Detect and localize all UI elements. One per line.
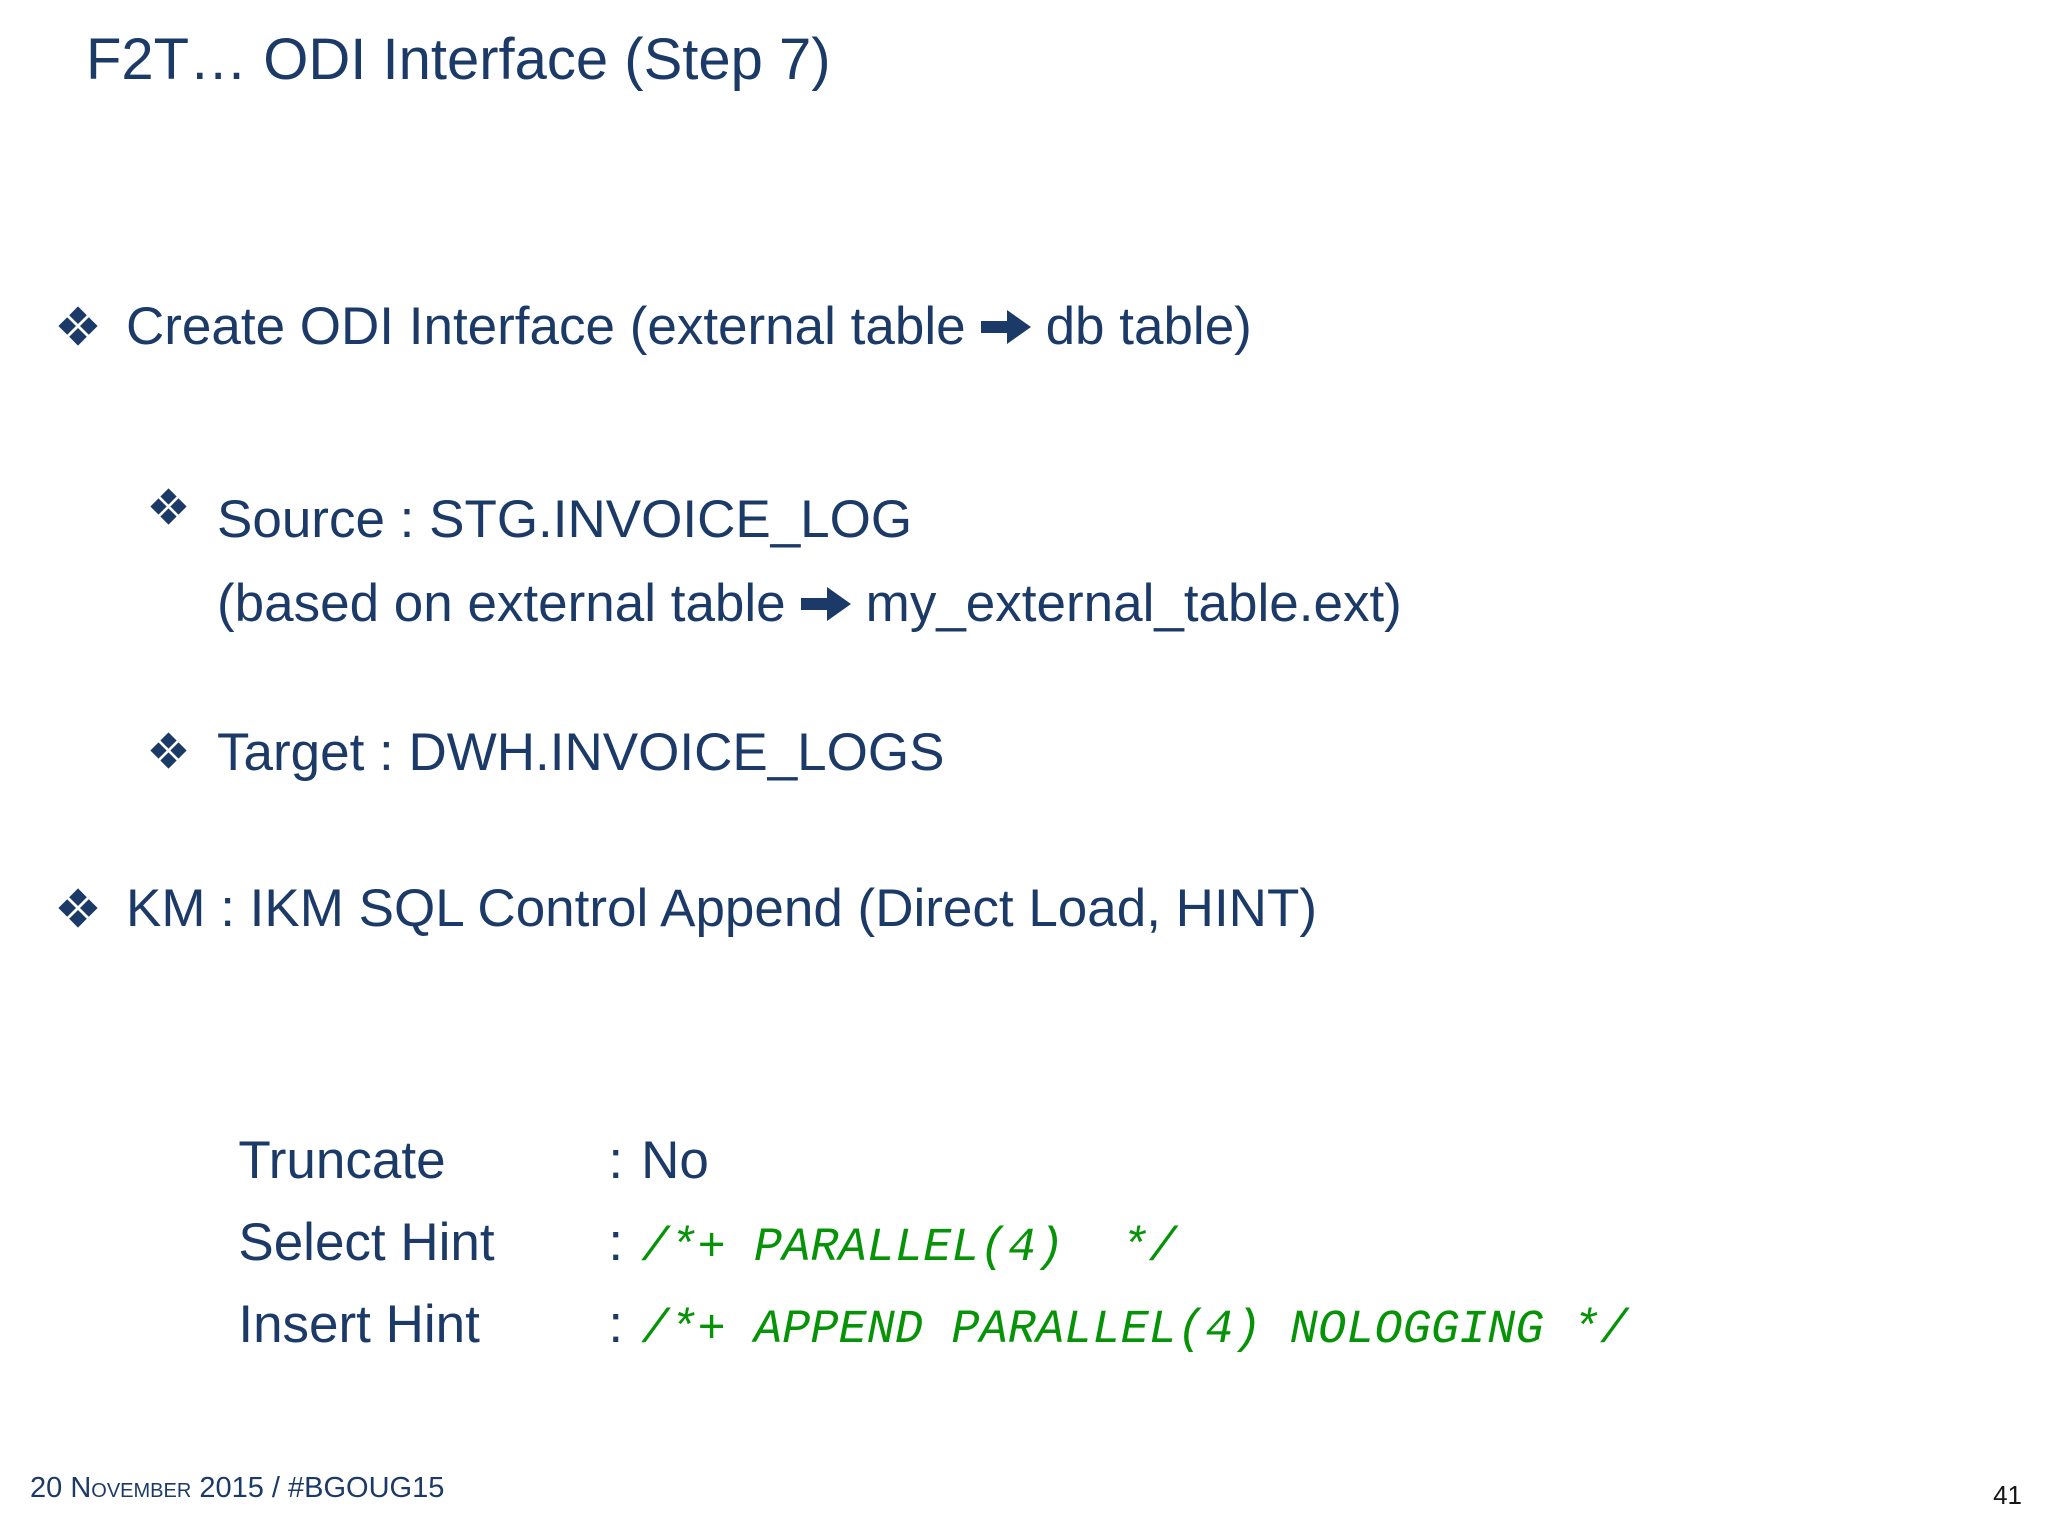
footer-date: 20 November 2015 / #BGOUG15 bbox=[30, 1472, 445, 1504]
km-options-list: Truncate: No Select Hint: /*+ PARALLEL(4) … bbox=[150, 1038, 1628, 1357]
slide-title: F2T… ODI Interface (Step 7) bbox=[86, 27, 831, 92]
diamond-cluster-bullet-icon bbox=[150, 488, 187, 525]
bullet-item-km: KM : IKM SQL Control Append (Direct Load… bbox=[58, 878, 1317, 939]
bullet-text: Target : DWH.INVOICE_LOGS bbox=[217, 723, 945, 782]
diamond-cluster-bullet-icon bbox=[58, 888, 98, 928]
diamond-cluster-bullet-icon bbox=[58, 306, 98, 346]
option-label: Select Hint bbox=[238, 1213, 495, 1272]
bullet-item-target: Target : DWH.INVOICE_LOGS bbox=[150, 722, 944, 783]
option-separator: : bbox=[608, 1213, 624, 1272]
source-continuation-pre: (based on external table bbox=[217, 574, 786, 633]
source-line: Source : STG.INVOICE_LOG bbox=[217, 490, 913, 549]
bullet-text: KM : IKM SQL Control Append (Direct Load… bbox=[126, 879, 1317, 938]
right-arrow-icon bbox=[980, 307, 1032, 347]
option-value-code: /*+ APPEND PARALLEL(4) NOLOGGING */ bbox=[641, 1304, 1629, 1357]
bullet-item-source: Source : STG.INVOICE_LOG (based on exter… bbox=[150, 478, 1402, 646]
bullet-text-pre: Create ODI Interface (external table bbox=[126, 297, 966, 356]
bullet-text-post: db table) bbox=[1045, 297, 1252, 356]
option-label: Truncate bbox=[238, 1131, 446, 1190]
bullet-text: Source : STG.INVOICE_LOG (based on exter… bbox=[217, 478, 1402, 646]
option-label: Insert Hint bbox=[238, 1295, 480, 1354]
option-value-code: /*+ PARALLEL(4) */ bbox=[641, 1222, 1177, 1275]
bullet-item-create: Create ODI Interface (external table db … bbox=[58, 296, 1252, 357]
km-option-row-select-hint: Select Hint: /*+ PARALLEL(4) */ bbox=[150, 1120, 1628, 1275]
bullet-text: Create ODI Interface (external table db … bbox=[126, 296, 1252, 357]
source-continuation: (based on external table my_external_tab… bbox=[217, 562, 1402, 646]
option-separator: : bbox=[608, 1295, 624, 1354]
km-option-row-truncate: Truncate: No bbox=[150, 1038, 1628, 1190]
option-separator: : bbox=[608, 1131, 624, 1190]
km-option-row-insert-hint: Insert Hint: /*+ APPEND PARALLEL(4) NOLOG… bbox=[150, 1202, 1628, 1357]
source-continuation-post: my_external_table.ext) bbox=[865, 574, 1402, 633]
page-number: 41 bbox=[1993, 1480, 2022, 1510]
option-value: No bbox=[641, 1131, 709, 1190]
right-arrow-icon bbox=[800, 584, 852, 624]
diamond-cluster-bullet-icon bbox=[150, 732, 187, 769]
